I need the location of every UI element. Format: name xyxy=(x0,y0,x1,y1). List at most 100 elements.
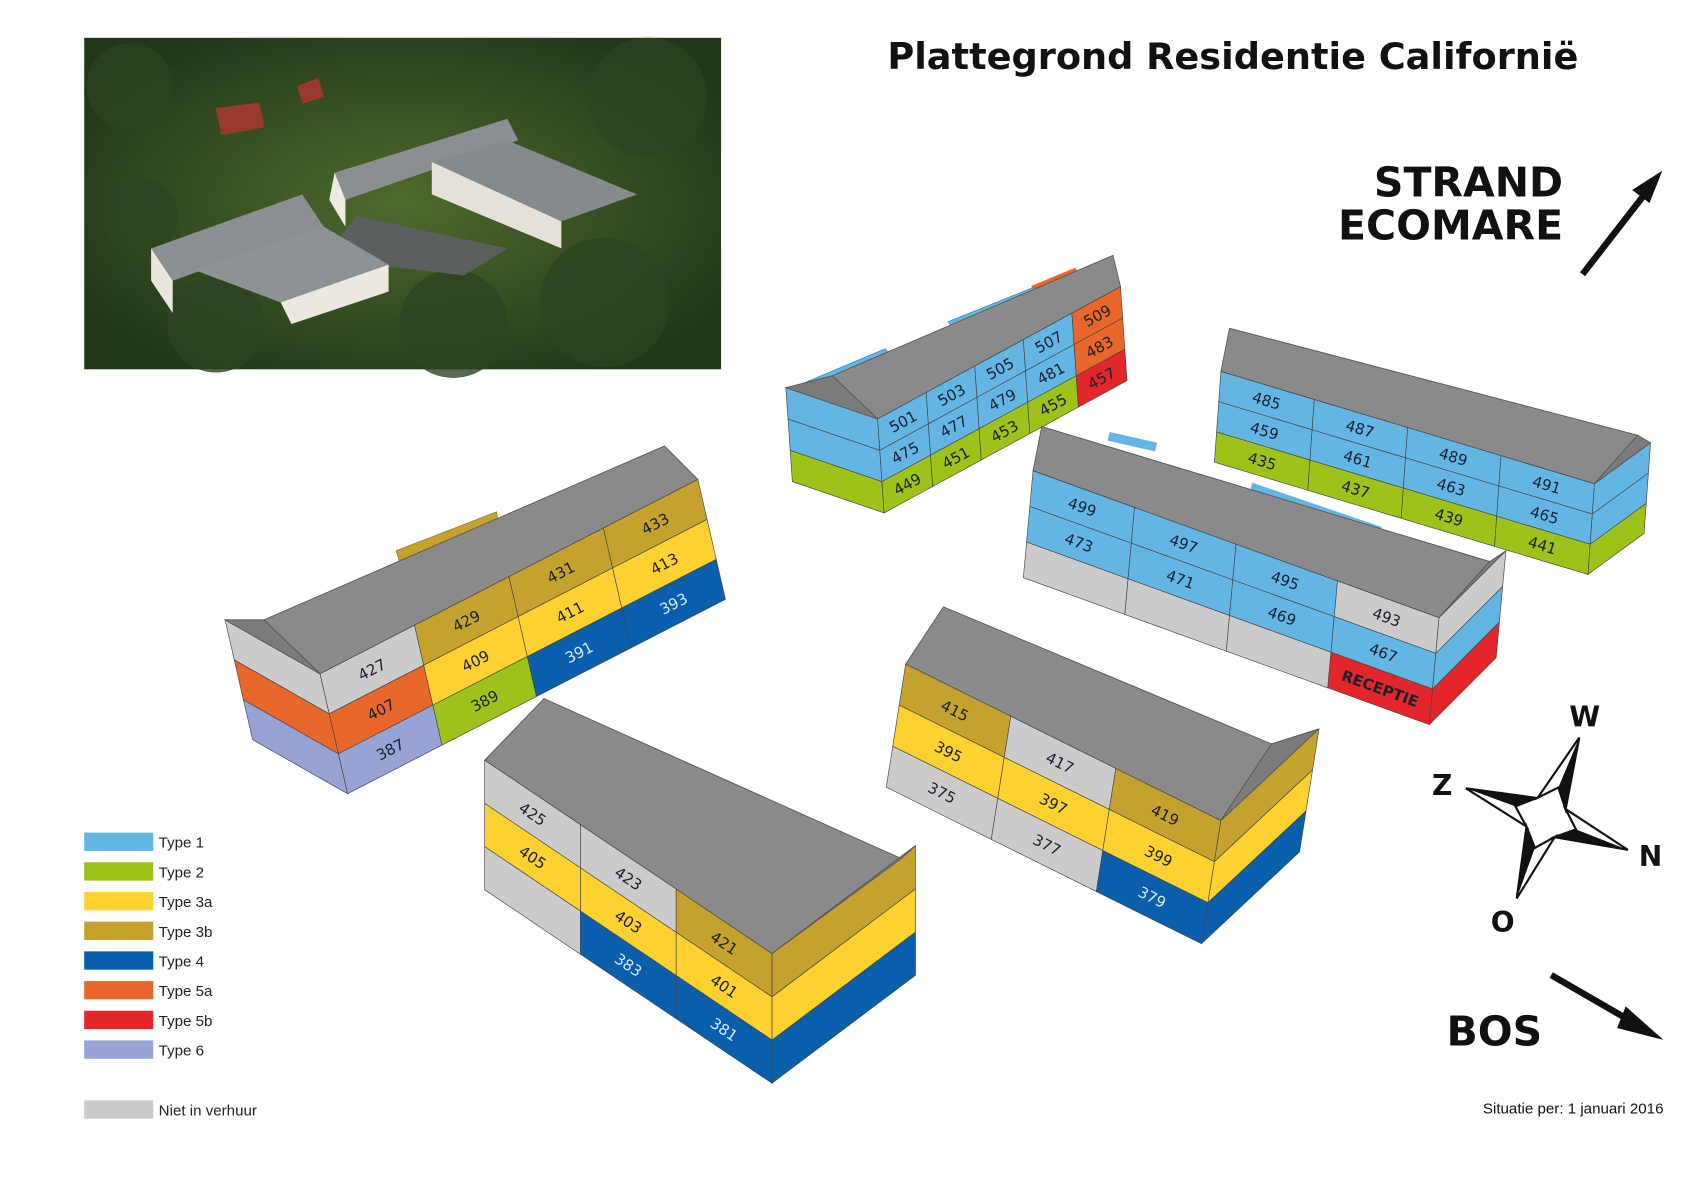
apartment-unit[interactable]: 411 xyxy=(517,567,623,658)
legend-label: Type 3b xyxy=(159,924,213,941)
compass-arrow-south-icon xyxy=(1465,787,1542,830)
compass-label-south: Z xyxy=(1432,769,1452,802)
legend-label: Niet in verhuur xyxy=(159,1102,257,1119)
apartment-unit[interactable]: 473 xyxy=(1026,506,1132,580)
roof-gable xyxy=(1220,728,1320,821)
arrow-down-right-icon xyxy=(1549,972,1664,1040)
compass-rose xyxy=(1465,736,1629,900)
direction-label-bos: BOS xyxy=(1447,1007,1543,1055)
building-a: 5015035055075094754774794814834494514534… xyxy=(784,254,1128,514)
apartment-unit[interactable]: 399 xyxy=(1102,808,1215,904)
unit-cell xyxy=(675,974,773,1084)
apartment-unit[interactable]: 425 xyxy=(484,759,581,869)
legend-swatch xyxy=(84,862,154,881)
apartment-unit[interactable]: 421 xyxy=(675,888,773,998)
compass-label-west: W xyxy=(1569,701,1600,734)
direction-label-ecomare: ECOMARE xyxy=(1338,202,1563,250)
apartment-unit[interactable]: 465 xyxy=(1496,485,1593,545)
legend-item: Type 1 xyxy=(84,832,204,852)
legend-swatch xyxy=(84,921,154,941)
legend-item: Type 2 xyxy=(84,862,204,881)
apartment-unit[interactable]: 381 xyxy=(675,974,773,1084)
unit-cell xyxy=(1075,348,1128,408)
apartment-unit[interactable]: 491 xyxy=(1498,455,1595,515)
apartment-unit[interactable]: 469 xyxy=(1229,579,1335,653)
apartment-unit[interactable]: 393 xyxy=(621,558,726,649)
unit-cell xyxy=(621,558,726,649)
apartment-unit[interactable]: 467 xyxy=(1330,616,1437,690)
direction-label-strand: STRAND xyxy=(1374,159,1563,207)
apartment-unit[interactable]: 383 xyxy=(580,910,677,1020)
legend-item: Type 3b xyxy=(84,921,213,941)
apartment-unit[interactable]: 379 xyxy=(1095,850,1209,945)
legend-item-unlet: Niet in verhuur xyxy=(84,1100,257,1119)
legend-label: Type 1 xyxy=(159,835,204,852)
direction-strand-ecomare: STRAND ECOMARE xyxy=(1338,159,1663,277)
aerial-photo xyxy=(84,37,722,378)
apartment-unit[interactable]: 389 xyxy=(432,656,537,746)
unit-cell xyxy=(1494,515,1591,575)
apartment-unit[interactable]: 401 xyxy=(675,931,773,1041)
legend-swatch xyxy=(84,1100,154,1119)
apartment-unit[interactable]: 487 xyxy=(1311,399,1408,459)
legend-label: Type 2 xyxy=(159,864,204,881)
apartment-unit[interactable]: 493 xyxy=(1333,580,1440,654)
page-title: Plattegrond Residentie Californië xyxy=(887,35,1578,78)
legend-label: Type 5b xyxy=(159,1013,213,1030)
apartment-unit[interactable]: 409 xyxy=(423,616,528,706)
apartment-unit[interactable]: 413 xyxy=(612,518,717,609)
unit-cell xyxy=(1095,850,1209,945)
apartment-unit[interactable]: 457 xyxy=(1075,348,1128,408)
legend: Type 1 Type 2 Type 3a Type 3b Type 4 Type 5a T… xyxy=(84,832,257,1119)
apartment-unit[interactable]: 387 xyxy=(338,704,443,795)
legend-item: Type 5b xyxy=(84,1010,213,1030)
legend-label: Type 6 xyxy=(159,1043,204,1060)
compass-arrow-north-icon xyxy=(1550,805,1629,851)
legend-item: Type 4 xyxy=(84,951,204,970)
legend-swatch xyxy=(84,1010,154,1030)
apartment-unit[interactable]: 375 xyxy=(885,745,999,840)
compass-arrow-west-icon xyxy=(1534,736,1581,814)
roof-gable xyxy=(1594,434,1652,485)
legend-swatch xyxy=(84,832,154,851)
buildings: 5015035055075094754774794814834494514534… xyxy=(223,254,1652,1084)
compass-label-north: N xyxy=(1639,840,1662,873)
apartment-unit[interactable]: 391 xyxy=(526,607,632,697)
apartment-unit[interactable]: 435 xyxy=(1214,431,1311,491)
apartment-unit[interactable]: 417 xyxy=(1003,715,1117,810)
apartment-unit[interactable]: 437 xyxy=(1307,459,1404,519)
roof-gable xyxy=(223,619,321,675)
roof-gable xyxy=(771,845,916,954)
footer-date: Situatie per: 1 januari 2016 xyxy=(1483,1100,1664,1117)
unit-cell xyxy=(1327,651,1433,726)
apartment-unit[interactable]: 453 xyxy=(978,401,1031,461)
direction-bos: BOS xyxy=(1447,972,1664,1055)
legend-swatch xyxy=(84,951,154,970)
legend-item: Type 5a xyxy=(84,981,213,1000)
apartment-unit[interactable]: 495 xyxy=(1232,543,1338,618)
apartment-unit[interactable]: 441 xyxy=(1494,515,1591,575)
arrow-up-right-icon xyxy=(1579,170,1663,277)
legend-swatch xyxy=(84,981,154,1000)
legend-swatch xyxy=(84,1040,154,1059)
apartment-unit[interactable]: 449 xyxy=(881,454,934,514)
legend-label: Type 4 xyxy=(159,953,204,970)
apartment-unit[interactable]: 431 xyxy=(508,527,613,618)
apartment-unit[interactable]: 451 xyxy=(930,428,982,488)
compass-label-east: O xyxy=(1491,906,1515,939)
apartment-unit[interactable]: 503 xyxy=(925,365,978,425)
roof-gable xyxy=(1438,550,1507,618)
apartment-unit[interactable]: 429 xyxy=(414,576,519,666)
legend-label: Type 3a xyxy=(159,894,213,911)
apartment-unit[interactable]: 377 xyxy=(990,797,1104,893)
roof-gable xyxy=(784,375,878,420)
legend-item: Type 3a xyxy=(84,891,213,911)
legend-swatch xyxy=(84,891,154,911)
legend-item: Type 6 xyxy=(84,1040,204,1060)
